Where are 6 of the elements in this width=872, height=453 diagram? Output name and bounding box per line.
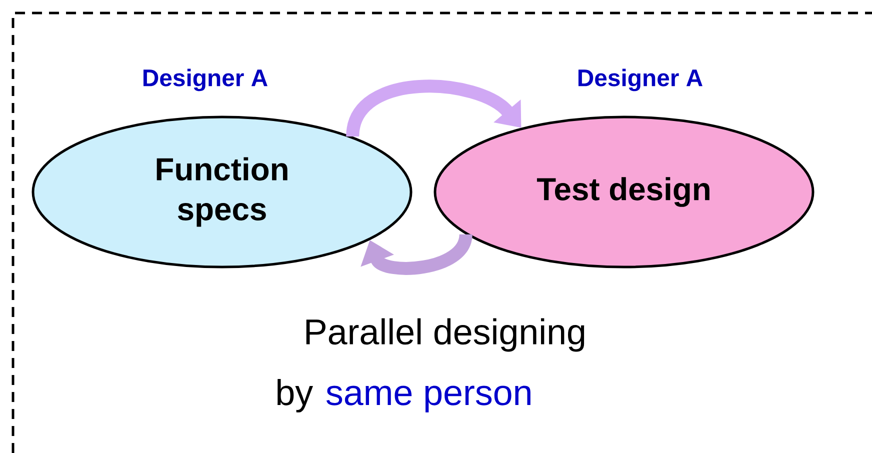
curved-arrow — [346, 80, 522, 138]
caption-text: by — [278, 379, 313, 412]
caption-text: Parallel designing — [306, 318, 584, 352]
caption-text: same person — [326, 386, 530, 412]
role-label: Designer A — [578, 68, 702, 92]
role-label: Designer A — [143, 68, 268, 92]
